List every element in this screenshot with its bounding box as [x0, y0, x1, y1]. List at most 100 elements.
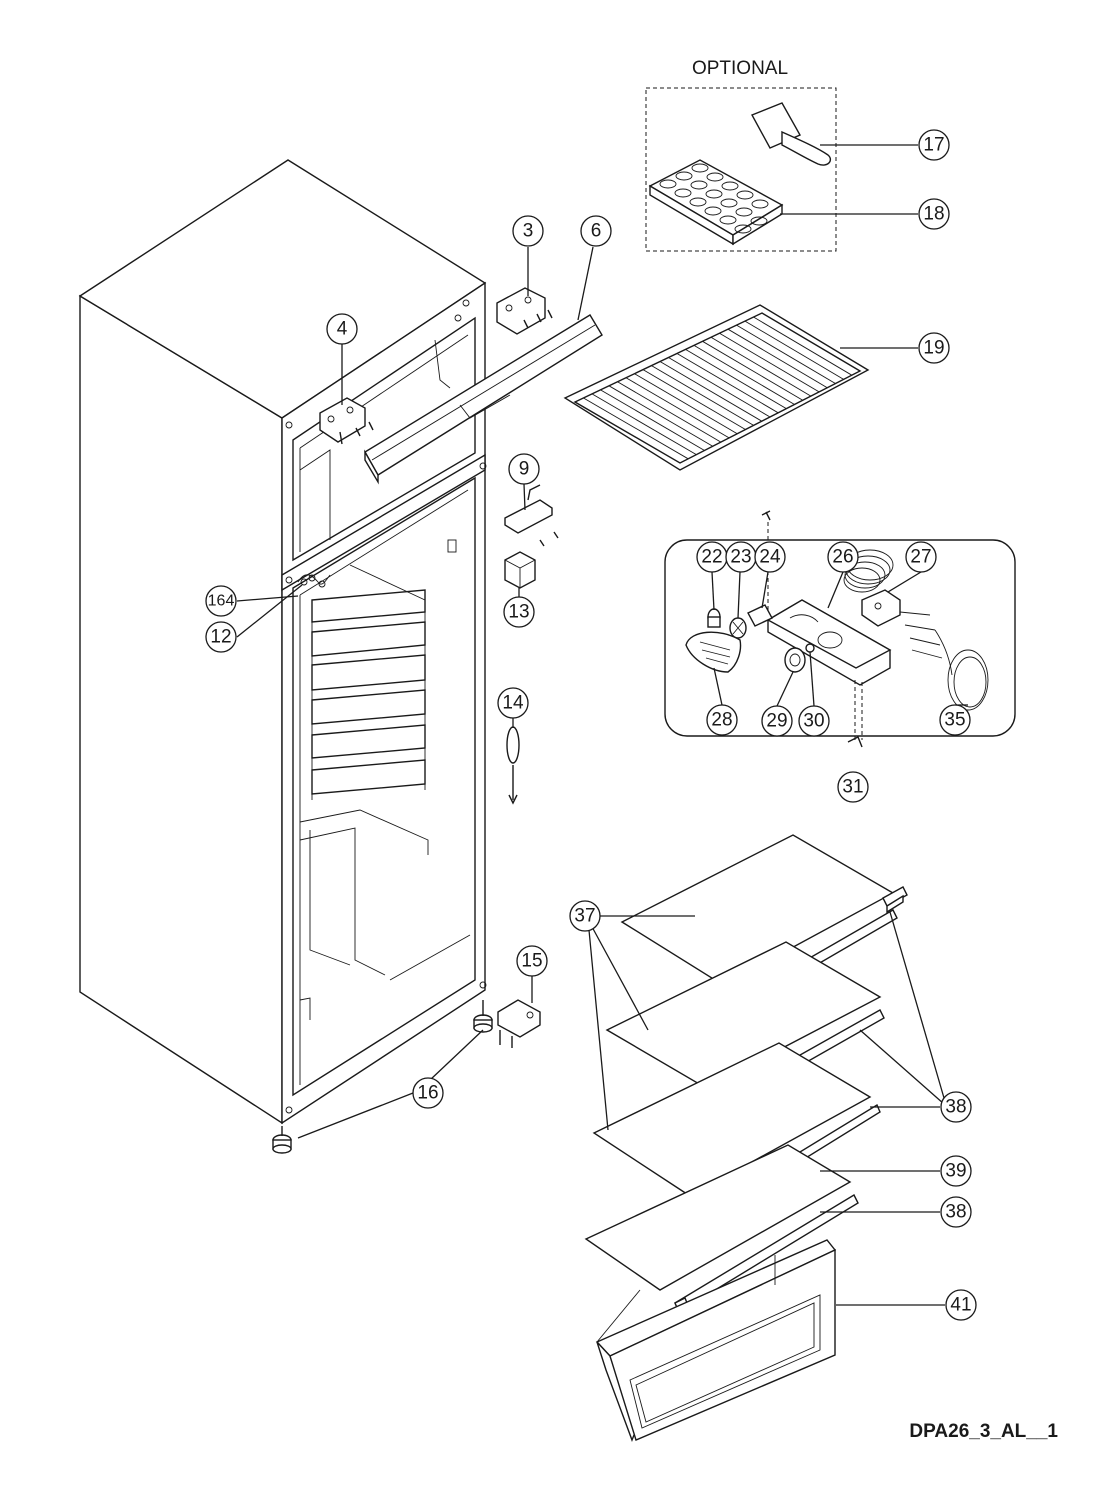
- callout-27: 27: [905, 541, 937, 573]
- leader-lines: [236, 144, 968, 1306]
- svg-text:39: 39: [945, 1161, 966, 1182]
- callout-12: 12: [205, 621, 237, 653]
- svg-text:14: 14: [502, 693, 524, 714]
- shelf-rod: [659, 361, 763, 422]
- shelf-rod: [651, 365, 754, 426]
- shelf-rod: [702, 340, 803, 401]
- shelf-rod: [693, 344, 795, 405]
- shelf-rod: [744, 320, 844, 380]
- callout-41: 41: [945, 1289, 977, 1321]
- svg-text:19: 19: [923, 338, 944, 359]
- crisper-drawer: [595, 1239, 837, 1442]
- shelf-rod: [727, 328, 828, 389]
- callout-4: 4: [326, 313, 358, 345]
- callout-26: 26: [827, 541, 859, 573]
- top-left-hinge: [319, 397, 374, 445]
- leveling-feet: [272, 1000, 493, 1154]
- callout-37: 37: [569, 900, 601, 932]
- callout-23: 23: [725, 541, 757, 573]
- callout-6: 6: [580, 215, 612, 247]
- optional-accessories-box: [645, 87, 837, 252]
- svg-text:23: 23: [730, 547, 751, 568]
- callout-13: 13: [503, 596, 535, 628]
- svg-text:28: 28: [711, 710, 732, 731]
- svg-text:17: 17: [923, 135, 944, 156]
- lamp-switch: [504, 551, 536, 589]
- callout-14: 14: [497, 687, 529, 719]
- callout-19: 19: [918, 332, 950, 364]
- wiring-harness: [297, 574, 331, 588]
- hinge-pin: [506, 726, 520, 805]
- svg-text:24: 24: [759, 547, 781, 568]
- svg-text:16: 16: [417, 1083, 438, 1104]
- svg-text:18: 18: [923, 204, 944, 225]
- top-right-hinge: [496, 287, 553, 335]
- shelf-rod: [719, 332, 820, 393]
- svg-text:26: 26: [832, 547, 853, 568]
- shelf-rod: [685, 349, 787, 410]
- thermostat-assembly-panel: [664, 510, 1016, 748]
- svg-text:38: 38: [945, 1202, 966, 1223]
- shelf-rod: [753, 316, 853, 376]
- shelf-rod: [736, 324, 836, 384]
- shelf-rod: [617, 381, 722, 443]
- callout-164: 164: [205, 585, 237, 617]
- inner-shelf-rails: [311, 564, 426, 800]
- svg-text:35: 35: [944, 710, 965, 731]
- shelf-rod: [608, 385, 713, 447]
- shelf-rod: [710, 336, 812, 397]
- optional-label: OPTIONAL: [692, 58, 788, 79]
- callout-35: 35: [939, 704, 971, 736]
- ice-cube-tray: [648, 159, 784, 246]
- ice-scraper: [751, 102, 832, 166]
- callout-31: 31: [837, 771, 869, 803]
- shelf-rod: [668, 357, 771, 418]
- svg-text:3: 3: [523, 221, 534, 242]
- svg-text:9: 9: [519, 459, 530, 480]
- svg-text:38: 38: [945, 1097, 966, 1118]
- bottom-hinge: [497, 999, 541, 1048]
- svg-text:29: 29: [766, 711, 787, 732]
- svg-text:41: 41: [950, 1295, 971, 1316]
- svg-text:27: 27: [910, 547, 931, 568]
- shelf-rod: [642, 369, 746, 430]
- svg-text:37: 37: [574, 906, 595, 927]
- door-switch-bracket: [504, 484, 559, 547]
- callout-18: 18: [918, 198, 950, 230]
- glass-shelves: [584, 834, 908, 1314]
- top-cover: [364, 314, 603, 485]
- shelf-rod: [600, 389, 705, 451]
- callouts: 3 4 6 9 12 13 14 15 16 17 18 19 22 23 24…: [205, 129, 977, 1321]
- shelf-rod: [591, 393, 697, 456]
- shelf-rod: [625, 377, 730, 439]
- callout-15: 15: [516, 945, 548, 977]
- callout-38-lower: 38: [940, 1196, 972, 1228]
- svg-text:22: 22: [701, 547, 722, 568]
- wire-harness-35: [899, 611, 989, 711]
- svg-text:13: 13: [508, 602, 529, 623]
- svg-text:15: 15: [521, 951, 542, 972]
- callout-29: 29: [761, 705, 793, 737]
- svg-text:12: 12: [210, 627, 231, 648]
- svg-text:164: 164: [208, 593, 235, 610]
- callout-9: 9: [508, 453, 540, 485]
- svg-text:6: 6: [591, 221, 602, 242]
- shelf-rod: [583, 397, 689, 460]
- thermostat-coil: [843, 549, 901, 627]
- callout-22: 22: [696, 541, 728, 573]
- svg-text:31: 31: [842, 777, 863, 798]
- callout-24: 24: [754, 541, 786, 573]
- callout-39: 39: [940, 1155, 972, 1187]
- svg-text:30: 30: [803, 711, 824, 732]
- wire-shelf: [563, 304, 870, 471]
- svg-text:4: 4: [337, 319, 348, 340]
- refrigerator-cabinet: [78, 159, 487, 1125]
- callout-17: 17: [918, 129, 950, 161]
- diagram-code: DPA26_3_AL__1: [909, 1421, 1058, 1442]
- shelf-rod: [676, 353, 779, 414]
- callout-3: 3: [512, 215, 544, 247]
- callout-38-upper: 38: [940, 1091, 972, 1123]
- callout-16: 16: [412, 1077, 444, 1109]
- callout-28: 28: [706, 704, 738, 736]
